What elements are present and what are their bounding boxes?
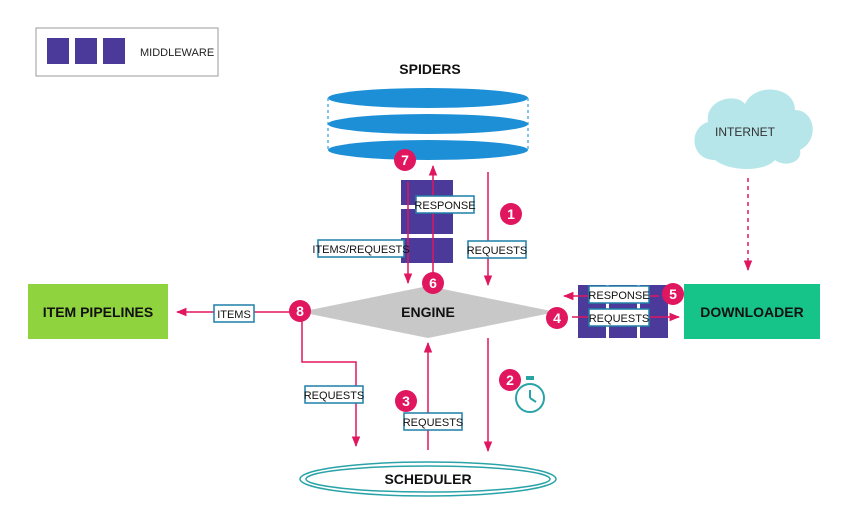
downloader: DOWNLOADER — [684, 284, 820, 339]
label-requests-downloader: REQUESTS — [589, 313, 650, 325]
step-number-5: 5 — [669, 286, 677, 302]
step-badge-3 — [395, 390, 417, 412]
label-box — [317, 239, 405, 258]
cloud-shape — [694, 89, 813, 169]
label-box — [467, 240, 527, 259]
step-badge-8 — [289, 300, 311, 322]
internet-label: INTERNET — [715, 125, 776, 139]
step-badge-7 — [394, 149, 416, 171]
timer-icon-hand — [529, 397, 537, 403]
step-badge-1 — [500, 203, 522, 225]
label-box — [213, 304, 255, 323]
engine-diamond — [300, 286, 556, 338]
label-items: ITEMS — [217, 309, 251, 321]
engine-label: ENGINE — [401, 304, 455, 320]
item-pipelines: ITEM PIPELINES — [28, 284, 168, 339]
label-response-engine-spider: RESPONSE — [414, 200, 475, 212]
spider-disk — [328, 88, 528, 108]
step-badge-2 — [499, 369, 521, 391]
scheduler: SCHEDULER — [299, 461, 557, 497]
label-box — [588, 285, 650, 304]
spider-disk — [328, 114, 528, 134]
item-pipelines-label: ITEM PIPELINES — [43, 304, 153, 320]
downloader-box — [684, 284, 820, 339]
step-number-8: 8 — [296, 303, 304, 319]
item-pipelines-box — [28, 284, 168, 339]
label-box — [304, 385, 364, 404]
step-number-1: 1 — [507, 206, 515, 222]
label-response-downloader: RESPONSE — [588, 290, 649, 302]
scheduler-label: SCHEDULER — [384, 471, 471, 487]
label-requests-to-scheduler: REQUESTS — [304, 390, 365, 402]
spiders: SPIDERS — [327, 61, 529, 160]
timer-icon-button — [526, 376, 534, 380]
spider-middleware — [401, 180, 453, 263]
label-box — [415, 195, 475, 214]
label-box — [588, 308, 650, 327]
label-requests-spider-engine: REQUESTS — [467, 245, 528, 257]
scheduler-inner-ring — [305, 465, 551, 493]
spider-disk — [328, 140, 528, 160]
legend-swatch — [103, 38, 125, 64]
flow-labels: REQUESTS RESPONSE ITEMS/REQUESTS ITEMS R… — [213, 195, 650, 431]
middleware-block — [401, 238, 453, 263]
label-box — [403, 412, 463, 431]
step-number-3: 3 — [402, 393, 410, 409]
legend-label: MIDDLEWARE — [140, 47, 214, 59]
step-badges: 1 2 3 4 5 6 7 8 — [289, 149, 684, 412]
spiders-title: SPIDERS — [399, 61, 460, 77]
legend: MIDDLEWARE — [35, 27, 219, 77]
step-number-7: 7 — [401, 152, 409, 168]
arrow-requests-to-scheduler — [301, 318, 361, 448]
label-requests-scheduler-engine: REQUESTS — [403, 417, 464, 429]
step-number-6: 6 — [429, 275, 437, 291]
step-badge-4 — [546, 307, 568, 329]
label-items-requests: ITEMS/REQUESTS — [312, 244, 409, 256]
downloader-label: DOWNLOADER — [700, 304, 803, 320]
step-badge-5 — [662, 283, 684, 305]
step-badge-6 — [422, 272, 444, 294]
timer-icon — [515, 376, 545, 413]
step-number-4: 4 — [553, 310, 561, 326]
step-number-2: 2 — [506, 372, 514, 388]
engine: ENGINE — [300, 286, 556, 338]
legend-swatch — [75, 38, 97, 64]
internet-cloud: INTERNET — [694, 89, 813, 169]
legend-swatch — [47, 38, 69, 64]
